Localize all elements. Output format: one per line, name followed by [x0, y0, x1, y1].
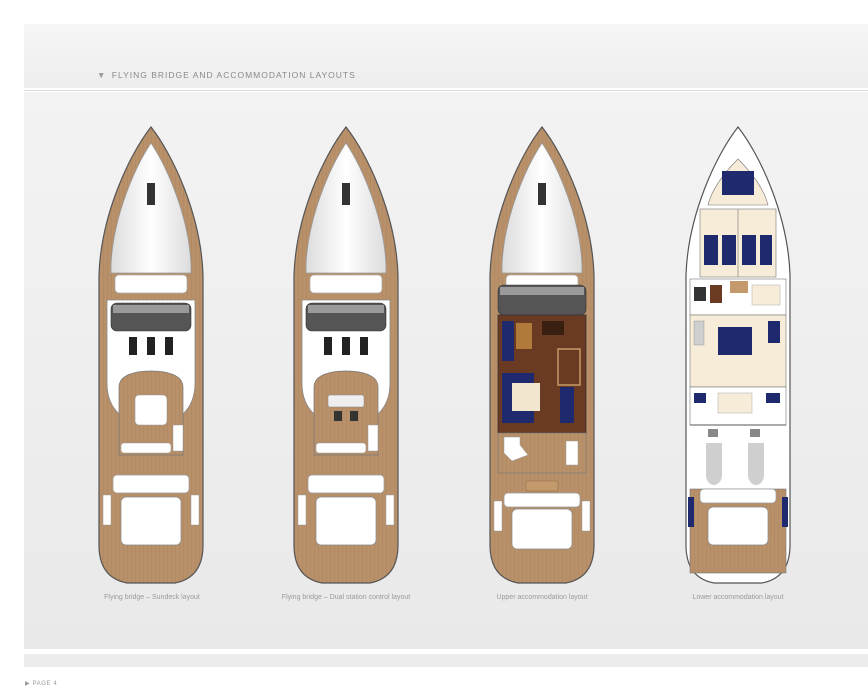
yacht-dual-station-plan: [293, 126, 399, 584]
header-band: [24, 24, 868, 88]
page-footer: ▶ PAGE 4: [25, 680, 57, 687]
triangle-down-icon: ▼: [97, 70, 107, 80]
yacht-sundeck-plan: [98, 126, 204, 584]
caption-dual-station-layout: Flying bridge – Dual station control lay…: [281, 594, 411, 601]
section-title: ▼ FLYING BRIDGE AND ACCOMMODATION LAYOUT…: [97, 70, 356, 80]
bottom-band: [24, 654, 868, 667]
caption-lower-accommodation-layout: Lower accommodation layout: [692, 594, 784, 601]
caption-upper-accommodation-layout: Upper accommodation layout: [496, 594, 588, 601]
page-number: PAGE 4: [32, 681, 58, 687]
section-title-text: FLYING BRIDGE AND ACCOMMODATION LAYOUTS: [111, 70, 356, 80]
caption-sundeck-layout: Flying bridge – Sundeck layout: [104, 594, 200, 601]
yacht-upper-accommodation-plan: [489, 126, 595, 584]
yacht-lower-accommodation-plan: [685, 126, 791, 584]
triangle-right-icon: ▶: [25, 681, 31, 687]
